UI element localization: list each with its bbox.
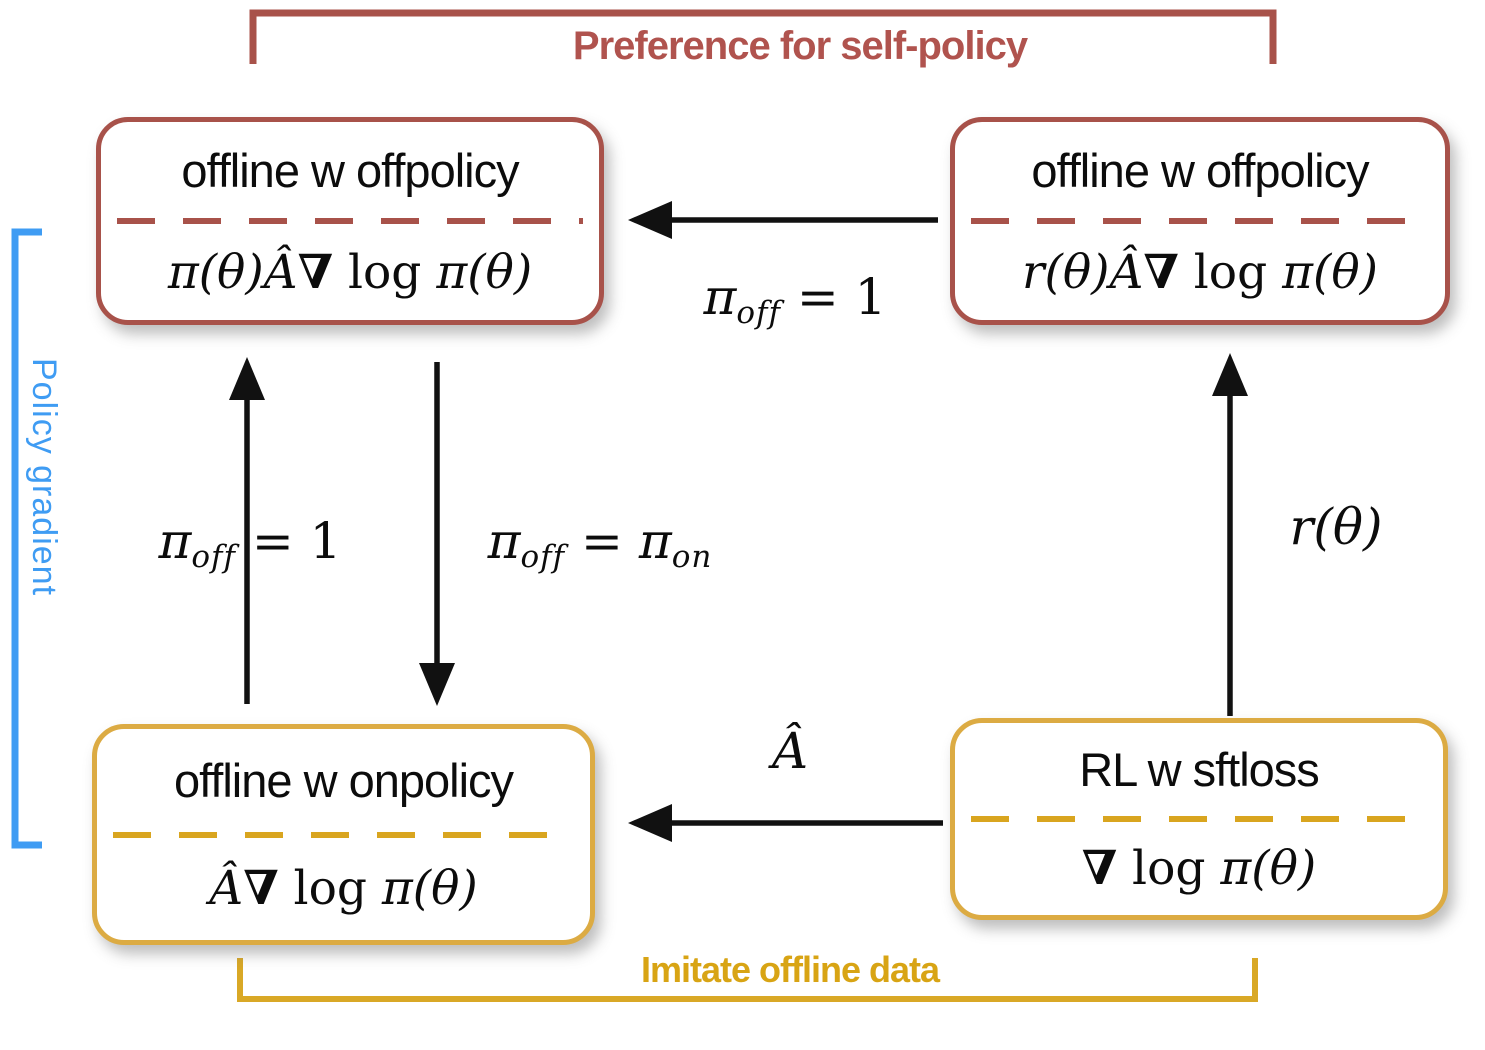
node-title: RL w sftloss	[1079, 743, 1320, 796]
math-segment: log	[1178, 244, 1283, 300]
math-segment: π(θ)	[1220, 841, 1317, 896]
math-segment: Â	[1109, 244, 1144, 300]
node-offline-w-offpolicy-left: offline w offpolicy π(θ)Â∇ log π(θ)	[96, 117, 604, 325]
node-formula: π(θ)Â∇ log π(θ)	[101, 224, 599, 320]
math-segment: π(θ)	[436, 244, 533, 300]
math-segment: ∇	[243, 861, 279, 917]
math-segment: log	[333, 244, 437, 300]
arrow-label-pi-off-eq-pi-on: πoff = πon	[450, 512, 750, 575]
node-title: offline w offpolicy	[1031, 143, 1369, 197]
node-rl-w-sftloss: RL w sftloss ∇ log π(θ)	[950, 718, 1448, 920]
math-segment: Â	[771, 722, 809, 780]
left-bracket-caption: Policy gradient	[25, 358, 63, 597]
arrow-label-a-hat: Â	[690, 722, 890, 780]
math-segment: =	[565, 512, 639, 570]
node-offline-w-offpolicy-right: offline w offpolicy r(θ)Â∇ log π(θ)	[950, 117, 1450, 325]
math-segment: log	[1117, 841, 1221, 896]
node-title: offline w onpolicy	[173, 753, 514, 807]
math-segment: log	[278, 861, 382, 917]
top-bracket-caption: Preference for self-policy	[572, 24, 1028, 68]
math-segment: π	[487, 512, 521, 570]
arrow-top	[628, 201, 938, 239]
math-segment: off	[191, 538, 236, 575]
math-segment: π	[703, 268, 737, 326]
math-segment: = 1	[781, 268, 887, 326]
arrow-label-top-pi-off-eq-1: πoff = 1	[595, 268, 995, 331]
math-segment: π(θ)	[381, 861, 478, 917]
math-segment: r(θ)	[1022, 244, 1110, 300]
node-offline-w-onpolicy: offline w onpolicy Â∇ log π(θ)	[92, 724, 595, 945]
left-bracket	[11, 228, 42, 849]
node-formula: Â∇ log π(θ)	[97, 838, 590, 941]
math-segment: on	[671, 538, 713, 575]
math-segment: π(θ)	[167, 244, 264, 300]
math-segment: ∇	[1143, 244, 1179, 300]
dashed-divider	[117, 218, 583, 224]
node-formula: ∇ log π(θ)	[955, 822, 1443, 915]
dashed-divider	[971, 816, 1427, 822]
arrow-label-r-theta: r(θ)	[1236, 498, 1436, 556]
math-segment: off	[736, 294, 781, 331]
math-segment: off	[520, 538, 566, 575]
math-segment: Â	[263, 244, 298, 300]
math-segment: ∇	[297, 244, 334, 300]
dashed-divider	[971, 218, 1429, 224]
math-segment: π(θ)	[1282, 244, 1378, 300]
math-segment: r(θ)	[1289, 498, 1383, 556]
math-segment: = 1	[236, 512, 342, 570]
arrow-bottom	[628, 804, 943, 842]
math-segment: π	[638, 512, 672, 570]
math-segment: π	[158, 512, 192, 570]
node-formula: r(θ)Â∇ log π(θ)	[955, 224, 1445, 320]
top-bracket	[249, 9, 1277, 64]
arrow-up-left	[229, 357, 265, 704]
bottom-bracket-caption: Imitate offline data	[640, 949, 940, 990]
dashed-divider	[113, 831, 574, 838]
arrow-down-left	[419, 362, 455, 706]
arrow-label-left-pi-off-eq-1: πoff = 1	[100, 512, 400, 575]
math-segment: ∇	[1081, 841, 1118, 896]
math-segment: Â	[209, 861, 244, 917]
node-title: offline w offpolicy	[181, 143, 519, 197]
bottom-bracket	[237, 958, 1258, 1002]
arrow-up-right	[1212, 353, 1248, 716]
